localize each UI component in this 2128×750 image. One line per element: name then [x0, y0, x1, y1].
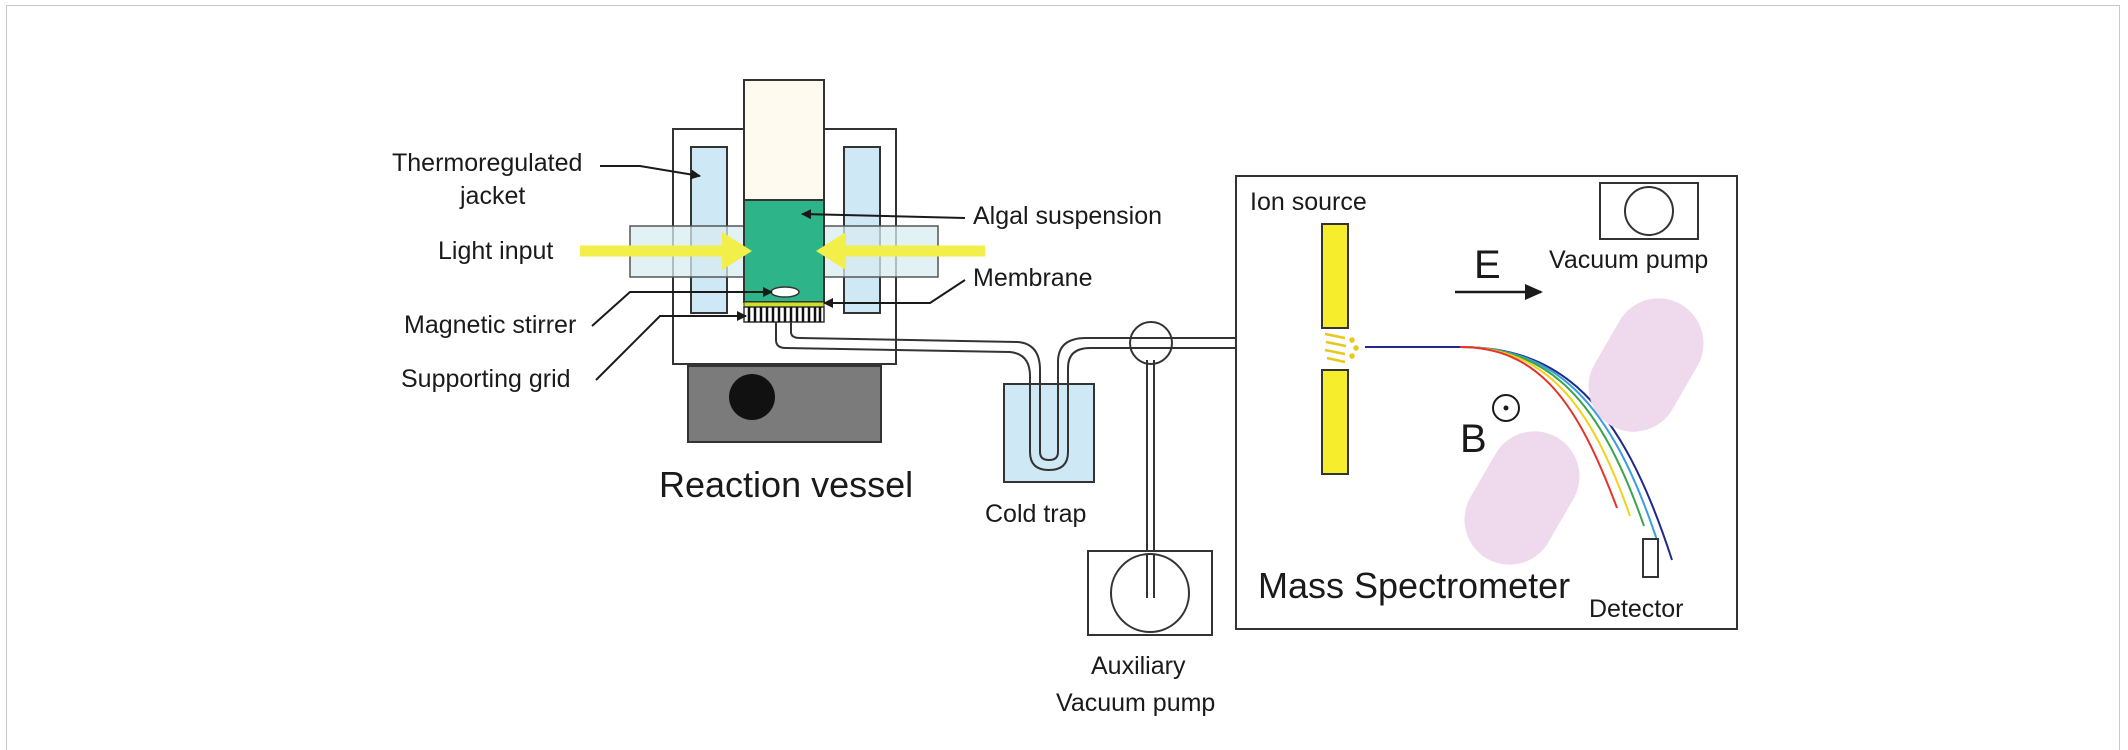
cold-trap-bath: [1003, 383, 1095, 483]
label-aux-1: Auxiliary: [1091, 652, 1186, 680]
grid-teeth: [747, 307, 822, 322]
stir-bar: [770, 286, 800, 298]
vacuum-pump-rotor: [1624, 186, 1674, 236]
mass-spectrometer: [1235, 175, 1738, 630]
reaction-vessel: [580, 79, 985, 443]
label-thermo-2: jacket: [459, 182, 525, 210]
leader-membrane: [823, 279, 966, 308]
stirrer-base: [687, 365, 882, 443]
label-magnetic-stirrer: Magnetic stirrer: [404, 311, 576, 339]
leader-stirrer: [591, 287, 773, 327]
leader-grid: [595, 311, 747, 381]
leader-thermo: [600, 165, 701, 180]
magnet-lower: [1464, 431, 1580, 565]
label-ion-source: Ion source: [1250, 188, 1367, 216]
label-algal-suspension: Algal suspension: [973, 202, 1162, 230]
magnet-upper: [1588, 298, 1704, 432]
vacuum-pump-box: [1599, 182, 1699, 240]
label-supporting-grid: Supporting grid: [401, 365, 571, 393]
label-field-b: B: [1460, 417, 1487, 461]
leader-algal: [801, 209, 966, 220]
b-field-dot: [1503, 405, 1509, 411]
figure-frame: [6, 5, 2120, 750]
ionization-sparks: [1324, 332, 1359, 364]
detector: [1642, 538, 1659, 578]
stirrer-knob: [729, 374, 775, 420]
label-reaction-vessel: Reaction vessel: [659, 464, 913, 505]
label-mass-spectrometer: Mass Spectrometer: [1258, 565, 1570, 606]
b-field-symbol: [1492, 394, 1520, 422]
label-aux-2: Vacuum pump: [1056, 689, 1215, 717]
light-arrows: [580, 232, 985, 270]
label-field-e: E: [1474, 243, 1501, 287]
label-cold-trap: Cold trap: [985, 500, 1086, 528]
label-membrane: Membrane: [973, 264, 1093, 292]
ion-source-plate-top: [1321, 223, 1349, 329]
auxiliary-vacuum-pump: [1087, 550, 1213, 636]
ion-paths: [1365, 346, 1673, 561]
ion-source-plate-bottom: [1321, 369, 1349, 475]
cold-trap: [1003, 383, 1095, 483]
valve-1: [1129, 321, 1173, 365]
label-thermo-1: Thermoregulated: [392, 149, 582, 177]
label-detector: Detector: [1589, 595, 1683, 623]
label-vacuum-pump: Vacuum pump: [1549, 246, 1708, 274]
vessel-cap: [743, 79, 825, 201]
label-light-input: Light input: [438, 237, 553, 265]
